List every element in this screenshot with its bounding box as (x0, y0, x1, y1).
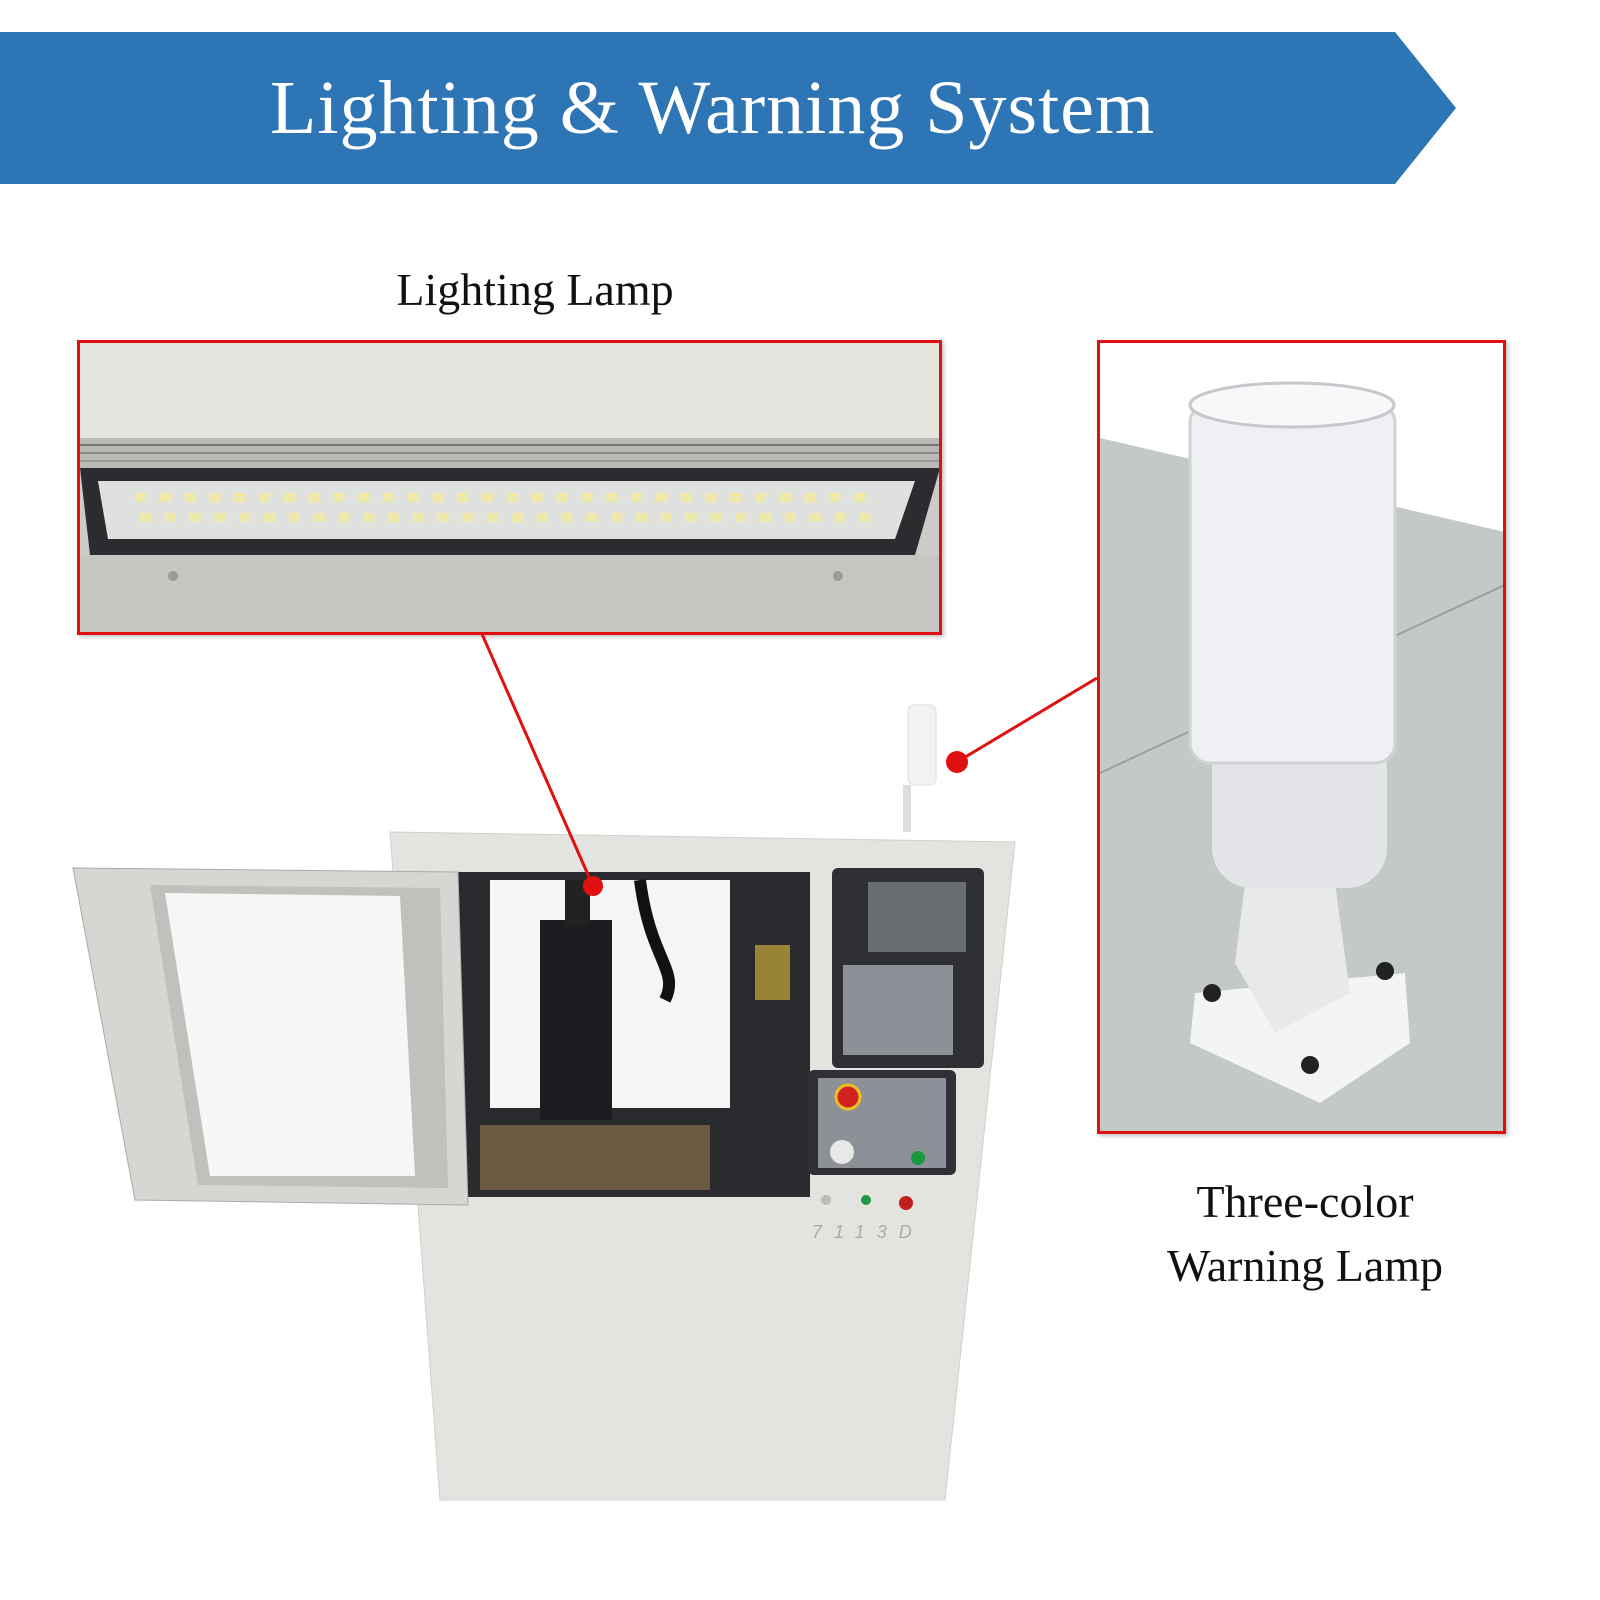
led-dot (809, 513, 821, 522)
led-dot (164, 513, 176, 522)
arrow-banner-shape (0, 32, 1456, 184)
led-dot (512, 513, 523, 522)
machine-model-label: 7113D (812, 1222, 924, 1242)
led-dot (735, 513, 747, 522)
led-dot (660, 513, 672, 522)
led-dot (140, 513, 151, 522)
warning-lamp-caption-line2: Warning Lamp (1166, 1240, 1444, 1291)
warning-lamp-caption-line1: Three-color (1196, 1176, 1414, 1227)
led-dot (536, 513, 548, 522)
led-dot (705, 493, 717, 502)
led-dot (388, 513, 399, 522)
led-dot (581, 493, 593, 502)
led-dot (611, 513, 623, 522)
led-dot (507, 493, 518, 502)
led-dot (313, 513, 325, 522)
led-dot (189, 513, 201, 522)
led-dot (482, 493, 494, 502)
led-dot (437, 513, 449, 522)
led-dot (487, 513, 499, 522)
led-dot (760, 513, 771, 522)
led-dot (556, 493, 568, 502)
led-dot (804, 493, 816, 502)
led-dot (655, 493, 667, 502)
led-dot (308, 493, 320, 502)
lighting-lamp-caption: Lighting Lamp (396, 264, 674, 315)
led-dot (586, 513, 598, 522)
led-dot (432, 493, 444, 502)
led-dot (755, 493, 766, 502)
warning-lamp-image (1100, 343, 1503, 1131)
led-dot (288, 513, 300, 522)
title-banner (0, 32, 1460, 184)
led-dot (854, 493, 866, 502)
led-dot (636, 513, 647, 522)
led-dot (338, 513, 350, 522)
led-dot (531, 493, 543, 502)
led-dot (561, 513, 573, 522)
warning-lamp-closeup (1097, 340, 1506, 1134)
led-dot (383, 493, 394, 502)
led-dot (834, 513, 846, 522)
led-dot (363, 513, 375, 522)
led-dot (784, 513, 796, 522)
led-dot (680, 493, 692, 502)
lighting-lamp-closeup (77, 340, 942, 635)
led-dot (779, 493, 791, 502)
led-dot (333, 493, 345, 502)
led-dot (631, 493, 642, 502)
led-dot (462, 513, 474, 522)
led-dot (606, 493, 618, 502)
led-light-bar-image (80, 343, 939, 632)
led-dot (159, 493, 171, 502)
led-dot (457, 493, 469, 502)
led-dot (859, 513, 871, 522)
led-dot (358, 493, 370, 502)
led-dot (730, 493, 742, 502)
led-dot (283, 493, 295, 502)
led-dot (239, 513, 251, 522)
led-dot (264, 513, 275, 522)
led-dot (412, 513, 424, 522)
led-dot (214, 513, 226, 522)
led-dot (829, 493, 841, 502)
led-dot (259, 493, 270, 502)
led-dot (209, 493, 221, 502)
led-dot (685, 513, 697, 522)
page-title: Lighting & Warning System (269, 66, 1156, 150)
led-dot (135, 493, 146, 502)
led-dot (407, 493, 419, 502)
led-dot (710, 513, 722, 522)
led-dot (234, 493, 246, 502)
led-dot (184, 493, 196, 502)
